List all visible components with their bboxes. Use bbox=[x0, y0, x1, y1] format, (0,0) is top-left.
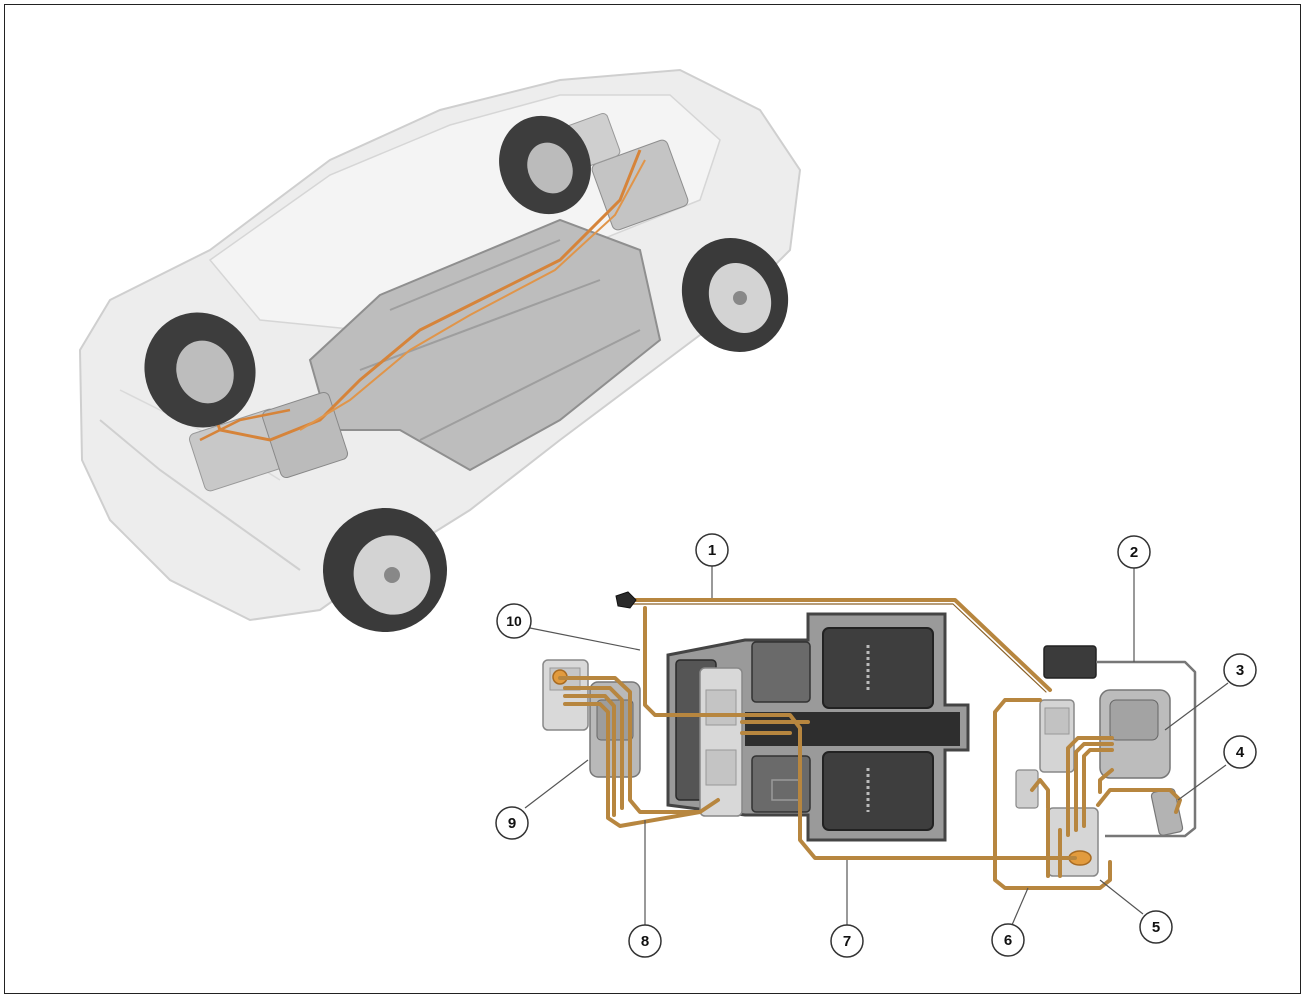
battery-module bbox=[822, 627, 934, 709]
rear-power-electronics bbox=[1039, 699, 1075, 773]
callout-6: 6 bbox=[991, 923, 1025, 957]
battery-pack bbox=[666, 612, 970, 842]
svg-text:8: 8 bbox=[641, 933, 649, 950]
callout-5: 5 bbox=[1139, 910, 1173, 944]
hv-cable-3 bbox=[1066, 736, 1114, 837]
hv-cable-4 bbox=[1096, 788, 1182, 814]
callout-7: 7 bbox=[830, 924, 864, 958]
car-rear-electronics bbox=[591, 139, 689, 231]
hv-cable-5 bbox=[1046, 808, 1062, 878]
car-wheel-front-left bbox=[144, 312, 256, 428]
car-wheel-front-right bbox=[323, 508, 447, 632]
component-layout bbox=[542, 591, 1197, 890]
hv-cable-6 bbox=[993, 698, 1112, 890]
svg-text:9: 9 bbox=[508, 815, 516, 832]
battery-module bbox=[751, 755, 811, 813]
car-hv-cable bbox=[178, 149, 642, 442]
svg-text:4: 4 bbox=[1236, 744, 1245, 761]
car-illustration bbox=[78, 68, 802, 632]
lv-signal-line bbox=[1096, 660, 1197, 838]
car-wheel-rear-left bbox=[499, 115, 591, 215]
air-conditioning-compressor bbox=[1150, 788, 1184, 836]
svg-text:2: 2 bbox=[1130, 544, 1138, 561]
hv-cable-1 bbox=[628, 598, 1052, 692]
svg-text:5: 5 bbox=[1152, 919, 1160, 936]
svg-text:3: 3 bbox=[1236, 662, 1244, 679]
callout-leaders bbox=[524, 565, 1229, 926]
svg-text:7: 7 bbox=[843, 933, 851, 950]
callout-10: 10 bbox=[496, 603, 532, 639]
battery-tunnel bbox=[745, 712, 960, 746]
svg-text:10: 10 bbox=[506, 613, 522, 629]
rear-junction-unit bbox=[1047, 807, 1099, 877]
battery-module bbox=[751, 641, 811, 703]
car-wheel-rear-right bbox=[681, 238, 789, 352]
callout-8: 8 bbox=[628, 924, 662, 958]
hv-cable-7 bbox=[740, 720, 810, 735]
rear-high-voltage-heater bbox=[1015, 769, 1039, 809]
hv-cables bbox=[558, 598, 1182, 890]
callout-1: 1 bbox=[695, 533, 729, 567]
battery-module bbox=[822, 751, 934, 831]
svg-text:6: 6 bbox=[1004, 932, 1012, 949]
callout-3: 3 bbox=[1223, 653, 1257, 687]
rear-electric-motor bbox=[1099, 689, 1171, 779]
callout-2: 2 bbox=[1117, 535, 1151, 569]
charger-control-unit bbox=[1043, 645, 1097, 679]
svg-text:1: 1 bbox=[708, 542, 716, 559]
callout-9: 9 bbox=[495, 806, 529, 840]
charging-socket bbox=[615, 591, 637, 609]
callout-4: 4 bbox=[1223, 735, 1257, 769]
